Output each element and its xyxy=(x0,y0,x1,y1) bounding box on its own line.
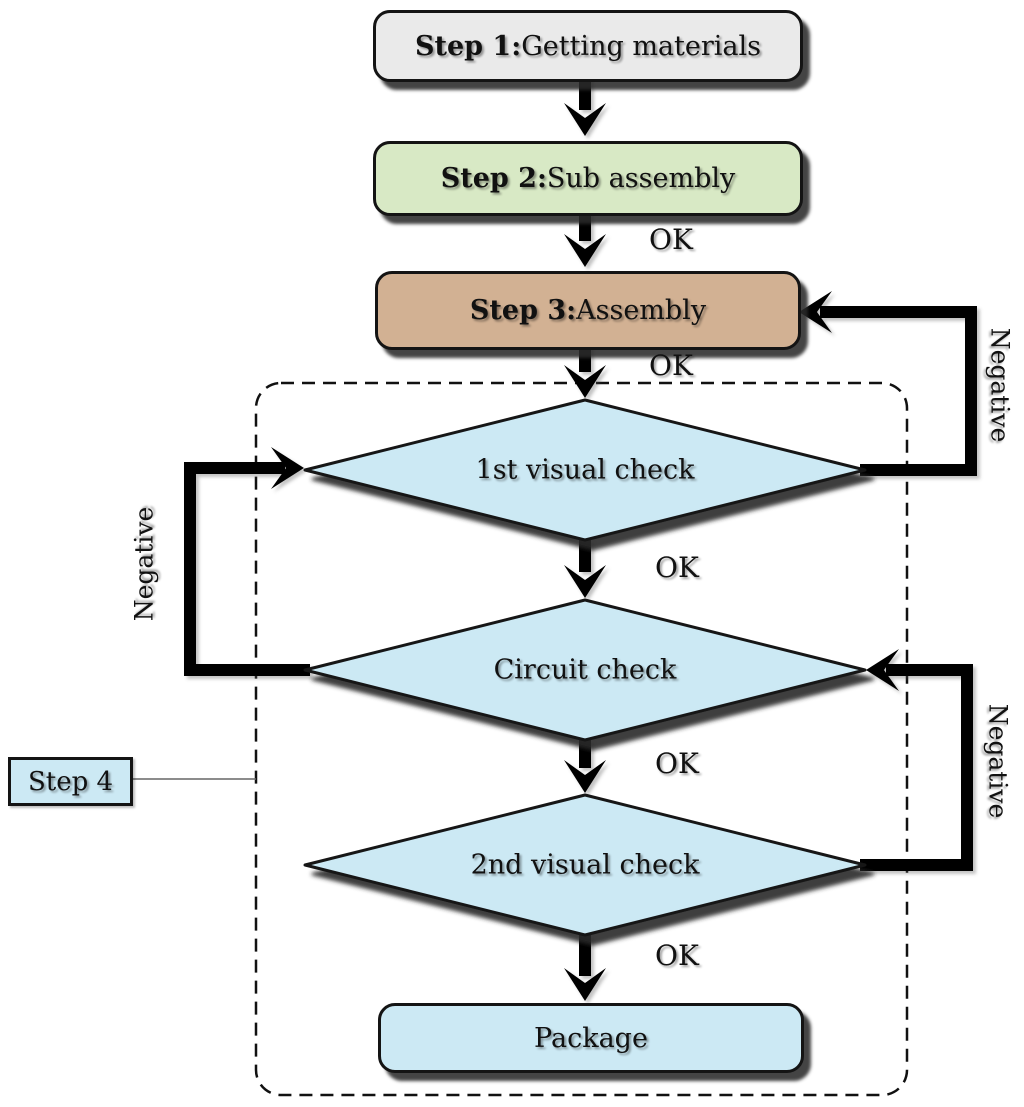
step2-label-rest: Sub assembly xyxy=(546,163,736,194)
decision-diamond-1st-visual-check xyxy=(303,398,867,542)
edge-label-ok-check2-check3: OK xyxy=(655,747,699,780)
arrow-check2-to-check3 xyxy=(564,740,606,793)
check3-label: 2nd visual check xyxy=(470,849,700,881)
process-box-step1: Step 1: Getting materials xyxy=(373,10,803,82)
arrow-check1-to-check2 xyxy=(564,540,606,598)
arrow-negative-check3-to-check2 xyxy=(860,649,973,871)
arrow-layer xyxy=(184,78,977,1001)
edge-label-ok-check1-check2: OK xyxy=(655,551,699,584)
step4-callout-box: Step 4 xyxy=(8,757,133,806)
arrow-check3-to-package xyxy=(564,935,606,1001)
edge-label-negative-check1-step3: Negative xyxy=(985,327,1015,443)
decision-diamond-circuit-check xyxy=(303,598,867,742)
step4-label: Step 4 xyxy=(27,766,114,797)
process-box-package: Package xyxy=(378,1003,804,1073)
check1-label: 1st visual check xyxy=(475,454,695,486)
edge-label-ok-check3-package: OK xyxy=(655,939,699,972)
edge-label-negative-check3-check2: Negative xyxy=(983,703,1013,819)
edge-label-ok-step3-check1: OK xyxy=(649,349,693,382)
decision-diamond-2nd-visual-check xyxy=(303,793,867,937)
step1-label-rest: Getting materials xyxy=(521,30,761,62)
process-box-step3: Step 3: Assembly xyxy=(375,271,801,350)
edge-label-ok-step2-step3: OK xyxy=(649,223,693,256)
package-label: Package xyxy=(534,1022,648,1054)
step3-label-rest: Assembly xyxy=(576,295,707,326)
check2-label: Circuit check xyxy=(493,654,677,686)
arrow-negative-check1-to-step3 xyxy=(799,291,977,476)
step1-label-bold: Step 1: xyxy=(415,30,522,62)
step3-label-bold: Step 3: xyxy=(469,295,577,326)
process-box-step2: Step 2: Sub assembly xyxy=(373,141,803,216)
arrow-step2-to-step3 xyxy=(564,211,606,267)
step2-label-bold: Step 2: xyxy=(440,163,547,194)
edge-label-negative-check2-check1: Negative xyxy=(129,506,159,622)
arrow-negative-check2-to-check1 xyxy=(184,447,310,676)
arrow-step3-to-check1 xyxy=(564,345,606,398)
arrow-step1-to-step2 xyxy=(564,78,606,136)
